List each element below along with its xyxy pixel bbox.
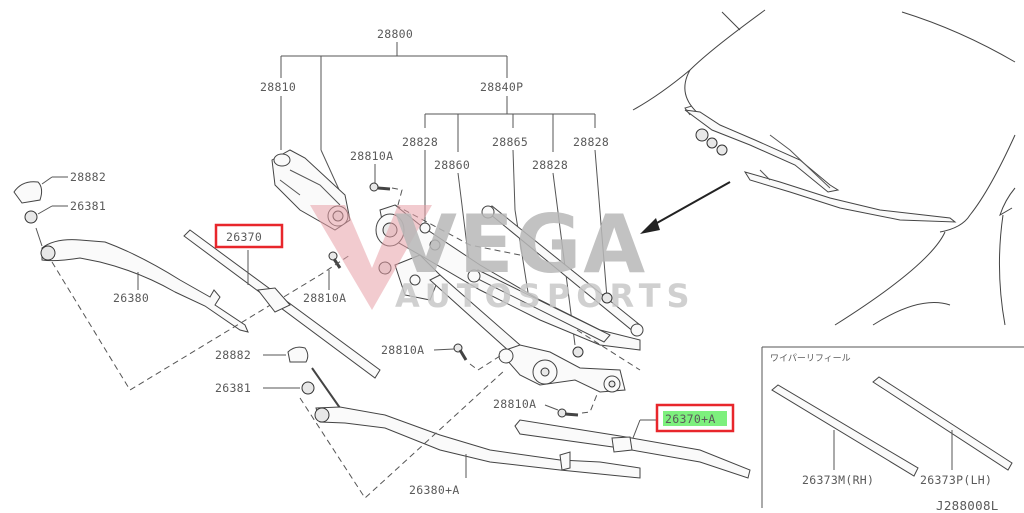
label-28810a-lower: 28810A <box>493 397 536 411</box>
highlight-box-26370 <box>214 223 284 249</box>
bolt-28810a-lower: 28810A <box>493 391 599 418</box>
installed-wiper-view <box>684 105 957 223</box>
watermark-v-logo <box>310 205 432 310</box>
label-28865: 28865 <box>492 135 528 149</box>
label-28800: 28800 <box>377 27 413 41</box>
label-28810: 28810 <box>260 80 296 94</box>
reference-code: J288008L <box>936 498 999 513</box>
label-28840P: 28840P <box>480 80 523 94</box>
label-26380: 26380 <box>113 291 149 305</box>
left-wiper-blade <box>183 229 381 379</box>
inset-title: ワイパーリフィール <box>770 353 851 364</box>
watermark-sub: AUTOSPORTS <box>395 277 696 315</box>
highlight-box-26370-a <box>655 403 735 433</box>
car-body-outline <box>632 9 1016 326</box>
label-26381-right: 26381 <box>215 381 251 395</box>
bolt-28810a-mid: 28810A <box>381 343 501 371</box>
bolt-28810a-left: 28810A <box>303 251 346 305</box>
label-28860: 28860 <box>434 158 470 172</box>
label-26370[interactable]: 26370 <box>226 230 262 244</box>
watermark: VEGA AUTOSPORTS <box>310 198 696 315</box>
label-28810a-mid: 28810A <box>381 343 424 357</box>
label-28828-a: 28828 <box>402 135 438 149</box>
right-wiper-blade <box>514 419 751 479</box>
label-28828-c: 28828 <box>573 135 609 149</box>
label-26373p: 26373P(LH) <box>920 473 992 487</box>
label-28882-left: 28882 <box>70 170 106 184</box>
assembly-leader-tree: 28800 28810 28840P 28828 28860 28865 288… <box>260 27 609 346</box>
label-28828-b: 28828 <box>532 158 568 172</box>
watermark-main: VEGA <box>395 198 647 291</box>
label-26380-a: 26380+A <box>409 483 460 497</box>
right-wiper-arm: 28882 26381 26380+A <box>215 346 641 499</box>
label-28810a-top: 28810A <box>350 149 393 163</box>
detail-arrow <box>640 181 731 234</box>
label-28882-right: 28882 <box>215 348 251 362</box>
left-wiper-arm: 28882 26381 26380 <box>13 170 351 391</box>
highlight-fill-26370-a <box>663 411 727 426</box>
label-26373m: 26373M(RH) <box>802 473 874 487</box>
label-26370-a[interactable]: 26370+A <box>665 412 716 426</box>
bolt-28810a-top: 28810A <box>350 149 403 206</box>
label-28810a-left: 28810A <box>303 291 346 305</box>
refill-inset: ワイパーリフィール 26373M(RH) 26373P(LH) <box>761 346 1024 508</box>
label-26381-left: 26381 <box>70 199 106 213</box>
